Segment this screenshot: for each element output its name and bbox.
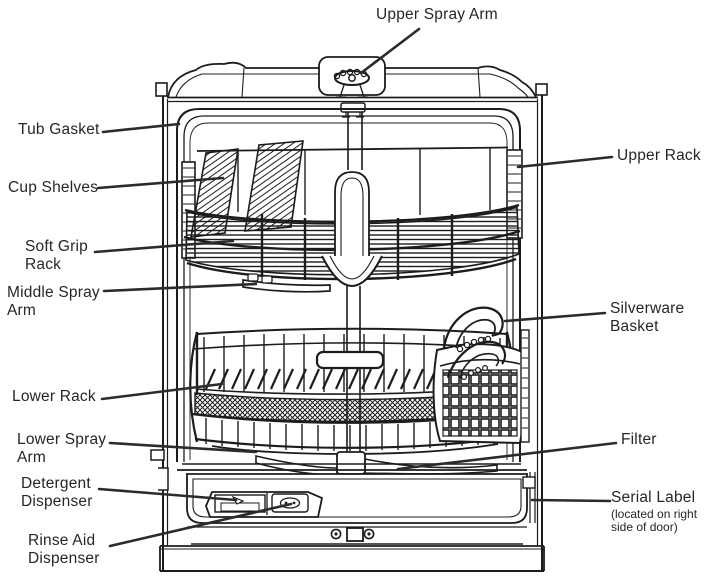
leader-upper-rack: [516, 155, 614, 169]
label-detergent-dispenser: Detergent Dispenser: [21, 475, 93, 510]
leader-lower-rack: [100, 382, 224, 401]
label-soft-grip-rack: Soft Grip Rack: [25, 238, 88, 273]
label-upper-spray-arm: Upper Spray Arm: [376, 6, 498, 23]
leader-filter: [396, 441, 618, 471]
serial-label-location-marker: [522, 476, 536, 489]
leader-detergent-dispenser: [97, 487, 238, 502]
label-upper-rack: Upper Rack: [617, 147, 701, 164]
leader-lines: [93, 27, 618, 548]
silverware-basket-drawing: [432, 306, 530, 445]
leader-upper-spray-arm: [359, 27, 421, 75]
leader-tub-gasket: [101, 122, 181, 134]
leader-rinse-aid-dispenser: [108, 502, 293, 548]
label-tub-gasket: Tub Gasket: [18, 121, 100, 138]
leader-cup-shelves: [96, 176, 225, 190]
label-silverware-basket: Silverware Basket: [610, 300, 685, 335]
label-serial-label: Serial Label: [611, 489, 696, 506]
label-filter: Filter: [621, 431, 657, 448]
leader-lower-spray-arm: [108, 441, 258, 454]
label-rinse-aid-dispenser: Rinse Aid Dispenser: [28, 532, 100, 567]
door-latch-drawing: [346, 527, 364, 542]
leader-serial-label: [530, 498, 612, 503]
base-drawing: [150, 449, 545, 572]
leader-silverware-basket: [503, 311, 607, 323]
label-cup-shelves: Cup Shelves: [8, 179, 99, 196]
tub-gasket-drawing: [176, 108, 521, 462]
water-supply-column-drawing: [321, 112, 383, 452]
middle-spray-arm-drawing: [242, 273, 331, 293]
leader-soft-grip-rack: [93, 239, 235, 254]
door-drawing: [177, 463, 536, 545]
leader-middle-spray-arm: [102, 282, 258, 293]
label-lower-spray-arm: Lower Spray Arm: [17, 431, 107, 466]
label-lower-rack: Lower Rack: [12, 388, 96, 405]
label-middle-spray-arm: Middle Spray Arm: [7, 284, 100, 319]
label-serial-label-note: (located on right side of door): [611, 507, 698, 534]
